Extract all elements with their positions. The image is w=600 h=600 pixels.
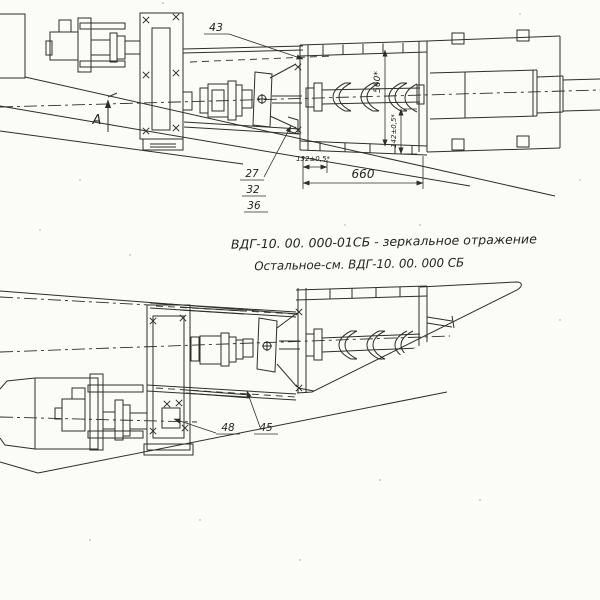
paper-specks [39, 2, 581, 561]
dimensions-top: 132±0,5* 660 560* 142±0,5* [296, 49, 424, 189]
drive-train-bottom [0, 373, 148, 451]
callout-36-text: 36 [247, 200, 261, 212]
frame-rails-bottom [146, 302, 297, 401]
outlet-rails-bottom [426, 315, 455, 329]
auger-screw-bottom [305, 328, 421, 361]
callout-27-32-36: 27 32 36 [240, 125, 292, 213]
callout-32-text: 32 [246, 184, 260, 196]
dim-length-text: 660 [352, 167, 375, 181]
mounting-plate-bottom [143, 304, 194, 456]
callout-45-text: 45 [259, 422, 273, 434]
dim-outlet-text: 142±0,5* [390, 114, 398, 148]
callout-45: 45 [246, 390, 278, 435]
drive-train-top [45, 17, 141, 73]
callout-27-text: 27 [245, 168, 259, 180]
coupling-train-bottom [190, 308, 303, 392]
outlet-frame-top [426, 29, 600, 153]
section-marker-a: А [92, 92, 118, 132]
section-label-text: А [92, 113, 102, 128]
callout-48-text: 48 [221, 422, 235, 434]
drawing-notes: ВДГ-10. 00. 000-01СБ - зеркальное отраже… [231, 232, 538, 273]
callout-43: 43 [204, 21, 304, 60]
machine-bed-bottom [0, 290, 451, 474]
callout-48: 48 [173, 418, 240, 435]
dim-offset-text: 132±0,5* [296, 155, 330, 163]
coupling-train-top [182, 45, 333, 135]
mounting-plate-top [139, 12, 184, 151]
break-line [296, 281, 522, 394]
top-assembly-view: 132±0,5* 660 560* 142±0,5* 43 27 32 36 [0, 12, 600, 213]
bottom-assembly-view: 48 45 [0, 281, 522, 474]
callout-43-text: 43 [209, 21, 223, 34]
dim-height-text: 560* [373, 71, 383, 93]
note-line1: ВДГ-10. 00. 000-01СБ - зеркальное отраже… [231, 232, 538, 251]
note-line2: Остальное-см. ВДГ-10. 00. 000 СБ [254, 256, 464, 274]
